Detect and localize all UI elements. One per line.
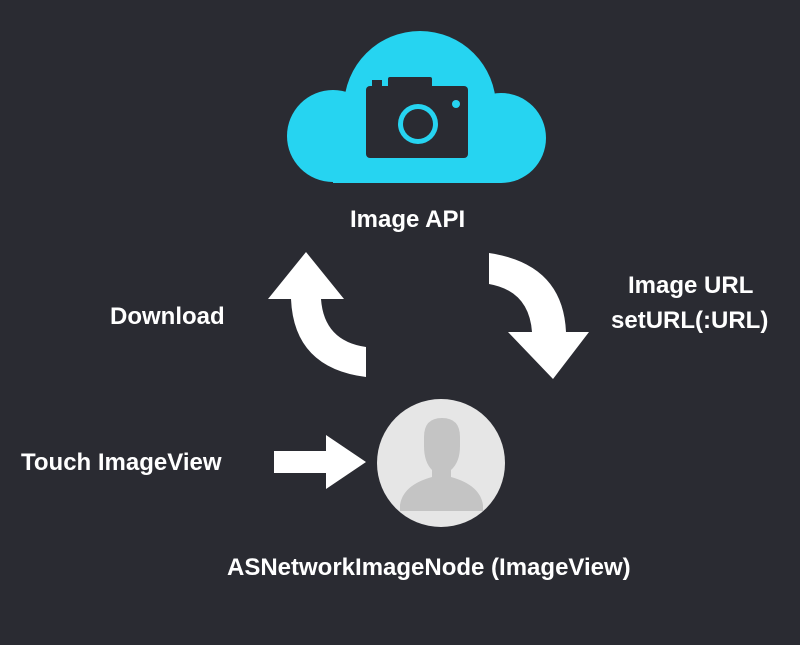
download-label: Download (110, 303, 225, 330)
image-api-label: Image API (350, 206, 466, 233)
seturl-label: setURL(:URL) (611, 307, 769, 334)
imageview-node-label: ASNetworkImageNode (ImageView) (227, 554, 631, 581)
camera-icon (366, 77, 468, 158)
avatar-silhouette (400, 418, 483, 511)
image-url-label: Image URL (628, 272, 754, 299)
touch-imageview-label: Touch ImageView (21, 449, 222, 476)
